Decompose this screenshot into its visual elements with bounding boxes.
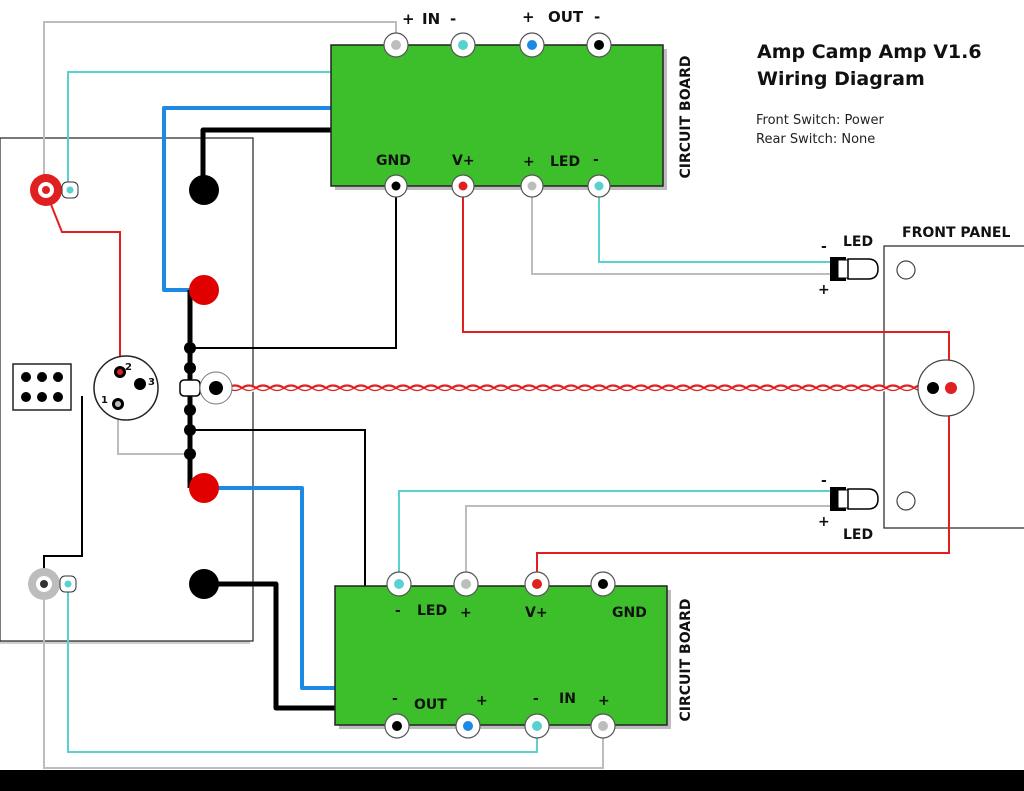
front-panel-label: FRONT PANEL [902, 225, 1010, 241]
bottom-led-minus: - [821, 473, 827, 489]
bottom-in-label: IN [559, 691, 576, 707]
bottom-vplus-label: V+ [525, 605, 548, 621]
bottom-led-plus-sign: + [460, 605, 472, 621]
top-out-minus-sign: - [594, 8, 600, 26]
top-speaker-post-red [189, 275, 219, 305]
bottom-speaker-post-red [189, 473, 219, 503]
top-out-label: OUT [548, 8, 584, 26]
bus-junction-4 [184, 424, 196, 436]
wire-bottom-led-plus [465, 505, 830, 584]
bottom-terminal-gnd [590, 571, 616, 597]
bottom-circuit-board [334, 585, 668, 726]
bottom-in-minus-sign: - [533, 691, 539, 707]
wire-top-led-minus [598, 186, 830, 263]
bottom-out-plus-sign: + [476, 693, 488, 709]
wire-bottom-led-minus [398, 490, 830, 584]
top-terminal-gnd [384, 174, 408, 198]
top-terminal-out-minus [586, 32, 612, 58]
bottom-gnd-label: GND [612, 605, 647, 621]
diagram-title-line2: Wiring Diagram [757, 68, 925, 90]
wire-bottom-in-minus [67, 586, 538, 753]
front-panel-led-hole-bottom [896, 491, 916, 511]
top-terminal-in-plus [383, 32, 409, 58]
top-terminal-led-plus [520, 174, 544, 198]
ground-lug [179, 371, 233, 405]
top-terminal-vplus [451, 174, 475, 198]
wire-top-led-plus [531, 186, 830, 275]
top-in-minus-sign: - [450, 10, 456, 28]
top-in-plus-sign: + [402, 10, 415, 28]
bottom-led [830, 487, 879, 511]
bottom-led-text: LED [843, 527, 873, 543]
bottom-board-label: CIRCUIT BOARD [678, 599, 694, 722]
wire-bottom-vplus [536, 392, 950, 584]
top-terminal-out-plus [519, 32, 545, 58]
bottom-led-plus: + [818, 514, 830, 530]
bottom-terminal-in-plus [590, 713, 616, 739]
top-terminal-in-minus [450, 32, 476, 58]
top-vplus-label: V+ [452, 153, 475, 169]
top-rca-jack [30, 174, 79, 206]
wire-pin1-to-bus [117, 404, 190, 455]
top-in-label: IN [422, 10, 440, 28]
bus-junction-5 [184, 448, 196, 460]
top-led [830, 257, 879, 281]
bottom-rca-jack [28, 568, 77, 600]
bottom-out-label: OUT [414, 697, 447, 713]
top-circuit-board [330, 44, 664, 187]
bus-junction-3 [184, 404, 196, 416]
top-speaker-post-black [189, 175, 219, 205]
top-led-plus-sign: + [523, 154, 535, 170]
bottom-in-plus-sign: + [598, 693, 610, 709]
front-panel-led-hole-top [896, 260, 916, 280]
top-out-plus-sign: + [522, 8, 535, 26]
power-switch [917, 359, 975, 417]
bottom-speaker-post-black [189, 569, 219, 599]
top-terminal-led-minus [587, 174, 611, 198]
top-led-text: LED [843, 234, 873, 250]
bus-junction-2 [184, 362, 196, 374]
top-led-minus: - [821, 239, 827, 255]
din-connector: 2 3 1 [93, 355, 159, 421]
power-inlet [12, 363, 72, 411]
bottom-terminal-out-minus [384, 713, 410, 739]
wire-power-to-pin2 [45, 191, 121, 372]
wire-top-gnd [190, 186, 397, 349]
connector-pin-3: 3 [148, 377, 155, 388]
bus-junction-1 [184, 342, 196, 354]
bottom-terminal-in-minus [524, 713, 550, 739]
top-gnd-label: GND [376, 153, 411, 169]
bottom-terminal-vplus [524, 571, 550, 597]
top-led-minus-sign: - [593, 152, 599, 168]
wire-bottom-in-plus [43, 586, 604, 769]
bottom-led-label: LED [417, 603, 447, 619]
top-led-plus: + [818, 282, 830, 298]
bottom-terminal-out-plus [455, 713, 481, 739]
rear-switch-note: Rear Switch: None [756, 132, 875, 147]
bottom-terminal-led-plus [453, 571, 479, 597]
diagram-title-line1: Amp Camp Amp V1.6 [757, 41, 982, 63]
bottom-out-minus-sign: - [392, 691, 398, 707]
twisted-pair-strand-3 [227, 387, 929, 392]
connector-pin-2: 2 [125, 362, 132, 373]
front-switch-note: Front Switch: Power [756, 113, 884, 128]
bottom-led-minus-sign: - [395, 603, 401, 619]
top-board-label: CIRCUIT BOARD [678, 56, 694, 179]
twisted-pair-wire [226, 384, 930, 393]
connector-pin-1: 1 [101, 395, 108, 406]
bottom-terminal-led-minus [386, 571, 412, 597]
top-led-label: LED [550, 154, 580, 170]
